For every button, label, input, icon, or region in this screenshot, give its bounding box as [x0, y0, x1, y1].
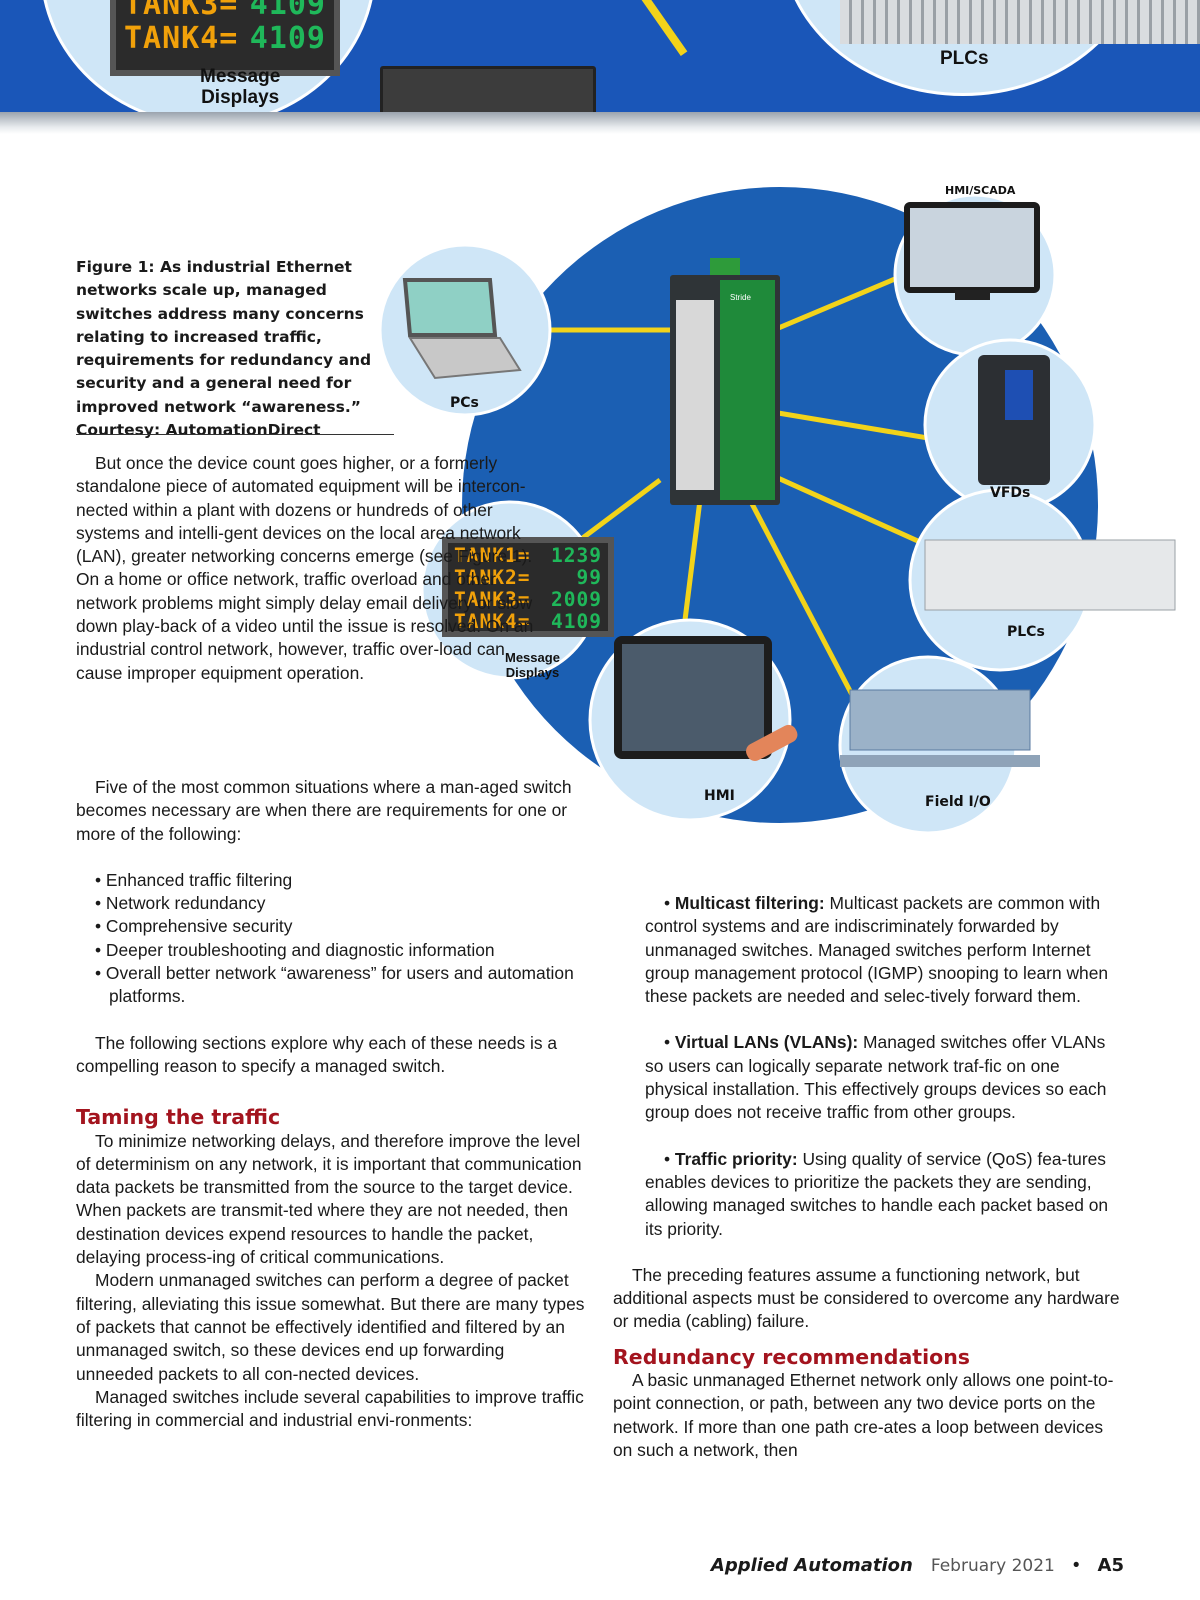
feature-traffic-priority: • Traffic priority: Using quality of ser… [645, 1148, 1109, 1239]
laptop-keyboard [408, 337, 522, 380]
sections-paragraph: The following sections explore why each … [76, 1032, 558, 1076]
page-footer: Applied Automation February 2021 • A5 [711, 1555, 1124, 1577]
right-column: • Multicast filtering: Multicast packets… [613, 892, 1126, 1462]
redundancy-paragraph: A basic unmanaged Ethernet network only … [613, 1370, 1114, 1460]
switch-brand: Stride [730, 293, 751, 302]
switch-connector [710, 258, 740, 278]
banner-led-display: TANK3=4109 TANK4=4109 [110, 0, 340, 76]
heading-redundancy-recommendations: Redundancy recommendations [613, 1344, 970, 1369]
intro-paragraph-2: Five of the most common situations where… [76, 777, 572, 844]
intro-paragraph-1: But once the device count goes higher, o… [76, 453, 534, 683]
top-banner: TANK3=4109 TANK4=4109 Message Displays P… [0, 0, 1200, 112]
list-item: • Deeper troubleshooting and diagnostic … [95, 939, 495, 960]
link-field-io [747, 498, 863, 712]
laptop-screen [402, 278, 498, 337]
list-item: • Enhanced traffic filtering [95, 869, 293, 890]
label-field-io: Field I/O [925, 794, 991, 810]
issue-date: February 2021 [930, 1556, 1055, 1576]
banner-plc-rack [840, 0, 1200, 44]
feature-multicast-filtering: • Multicast filtering: Multicast packets… [645, 893, 1109, 1007]
switch-side-label [676, 300, 714, 490]
figure-led-display: TANK1=1239 TANK2=99 TANK3=2009 TANK4=410… [442, 537, 614, 637]
feature-virtual-lans: • Virtual LANs (VLANs): Managed switches… [645, 1032, 1107, 1123]
label-hmi-scada: HMI/SCADA [945, 184, 1016, 197]
banner-yellow-link [640, 0, 688, 56]
label-message-displays: Message Displays [505, 650, 560, 680]
vfd-display [1005, 370, 1033, 420]
list-item: • Network redundancy [95, 893, 266, 914]
list-item: • Comprehensive security [95, 916, 293, 937]
label-vfds: VFDs [990, 485, 1030, 501]
hmi-scada-stand [955, 290, 990, 300]
preceding-paragraph: The preceding features assume a function… [613, 1264, 1120, 1332]
taming-paragraph-3: Managed switches include several capabil… [76, 1386, 584, 1431]
banner-shadow [0, 112, 1200, 134]
page-number: A5 [1097, 1555, 1124, 1576]
taming-paragraph-1: To minimize networking delays, and there… [76, 1130, 582, 1268]
hmi-panel [614, 636, 772, 759]
hand-pointer [746, 724, 798, 761]
requirements-list: • Enhanced traffic filtering • Network r… [76, 869, 586, 1009]
left-column-body: Five of the most common situations where… [76, 776, 586, 1432]
label-hmi: HMI [704, 788, 735, 804]
left-column-intro: But once the device count goes higher, o… [76, 452, 536, 685]
banner-plcs-label: PLCs [940, 48, 989, 69]
field-io-modules [849, 689, 1031, 751]
banner-hmi-device [380, 66, 596, 112]
banner-message-displays-label: Message Displays [200, 66, 281, 108]
hmi-scada-monitor [904, 202, 1040, 293]
plc-rack [924, 539, 1176, 611]
label-plcs: PLCs [1007, 624, 1045, 640]
taming-paragraph-2: Modern unmanaged switches can perform a … [76, 1270, 585, 1384]
heading-taming-the-traffic: Taming the traffic [76, 1105, 281, 1130]
caption-rule [76, 434, 394, 435]
figure-caption: Figure 1: As industrial Ethernet network… [76, 258, 372, 440]
footer-separator: • [1072, 1555, 1080, 1576]
list-item: • Overall better network “awareness” for… [95, 963, 574, 1007]
field-io-din-rail [840, 755, 1040, 767]
label-pcs: PCs [450, 395, 479, 411]
magazine-name: Applied Automation [710, 1555, 913, 1576]
switch-green-panel [720, 280, 775, 500]
managed-switch: Stride [670, 258, 780, 505]
